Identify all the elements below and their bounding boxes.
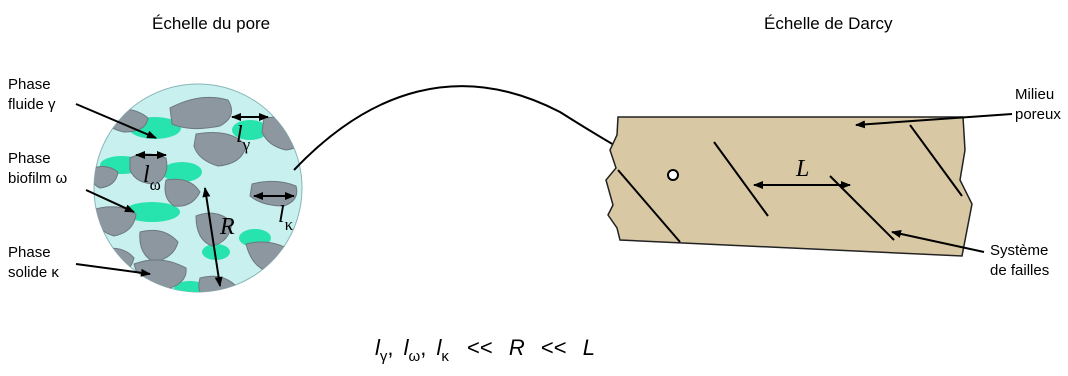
- pore-sphere: [93, 83, 303, 293]
- solid-pointer-arrow: [75, 263, 151, 277]
- fault-system-pointer-arrow: [891, 230, 985, 253]
- scale-relation-formula: lγ, lω, lκ << R << L: [375, 335, 595, 366]
- l-gamma-symbol: lγ: [236, 122, 251, 154]
- l-kappa-symbol: lκ: [278, 202, 294, 234]
- porous-medium-block: [605, 116, 973, 257]
- biofilm-pointer-arrow: [85, 189, 135, 213]
- pore-scale-heading: Échelle du pore: [152, 14, 270, 33]
- scale-connector-curve: [293, 85, 669, 176]
- darcy-scale-heading: Échelle de Darcy: [764, 14, 893, 33]
- l-omega-symbol: lω: [143, 162, 161, 194]
- fluid-pointer-arrow: [75, 103, 157, 139]
- r-arrow: [202, 187, 223, 287]
- l-darcy-symbol: L: [795, 156, 809, 182]
- r-symbol: R: [219, 214, 235, 240]
- porous-medium-pointer-arrow: [855, 113, 1013, 129]
- rev-point-marker: [667, 169, 679, 181]
